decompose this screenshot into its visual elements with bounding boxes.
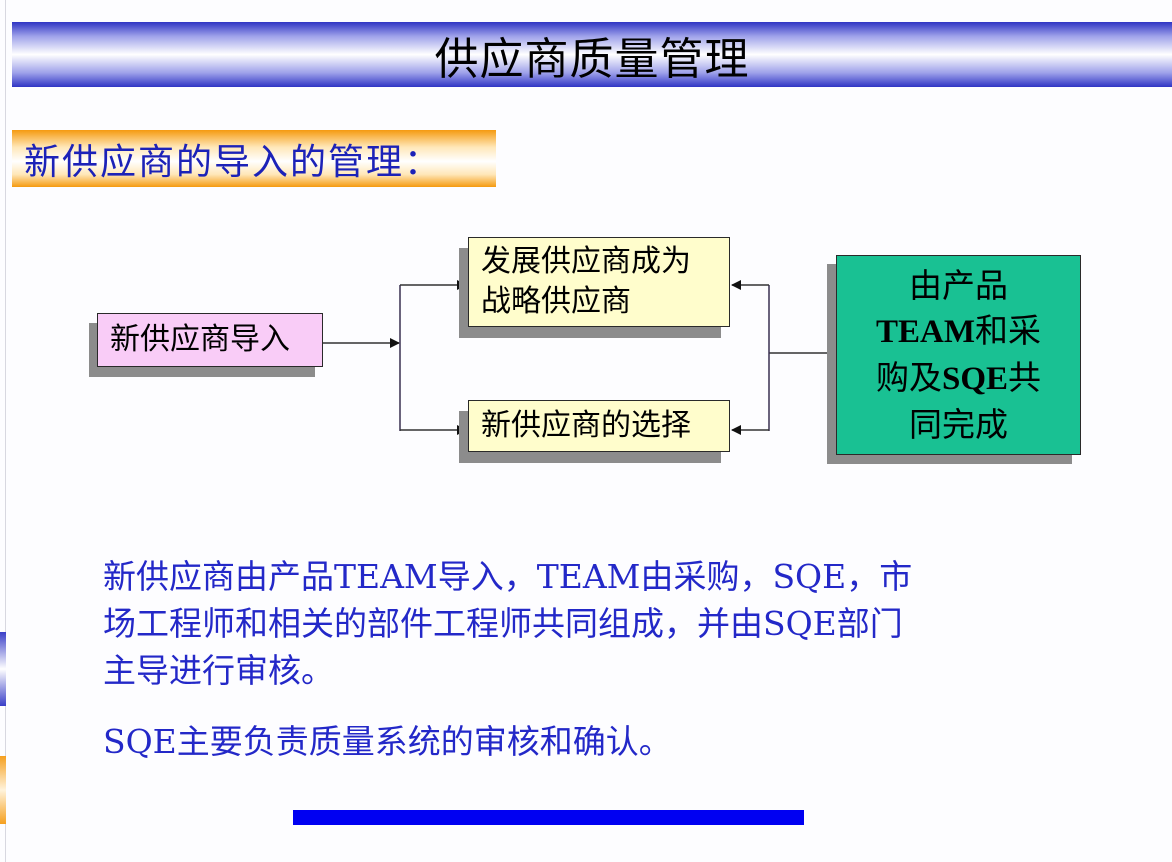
supplier-selection-box: 新供应商的选择 xyxy=(468,400,730,452)
title-bar: 供应商质量管理 xyxy=(12,22,1172,87)
team-line-1: 由产品 xyxy=(909,263,1008,308)
subtitle-bar: 新供应商的导入的管理： xyxy=(12,130,496,187)
team-text-latin: SQE xyxy=(941,361,1009,397)
adjacent-slide-subtitle-chip xyxy=(0,756,6,824)
adjacent-slide-title-chip xyxy=(0,632,6,706)
body-line: 场工程师和相关的部件工程师共同组成，并由SQE部门 xyxy=(103,604,903,643)
team-line-3: 购及SQE共 xyxy=(876,355,1041,402)
section-heading: 新供应商的导入的管理： xyxy=(24,141,443,183)
decorative-bottom-bar xyxy=(293,810,804,825)
team-text: 共 xyxy=(1008,358,1042,397)
body-line: 主导进行审核。 xyxy=(103,651,334,690)
body-line: SQE主要负责质量系统的审核和确认。 xyxy=(103,722,672,761)
body-paragraph-2: SQE主要负责质量系统的审核和确认。 xyxy=(103,718,1063,765)
team-text: 由产品 xyxy=(909,266,1008,305)
strategic-supplier-line-1: 发展供应商成为 xyxy=(481,244,691,279)
team-text: 购及 xyxy=(875,358,942,397)
team-text-latin: TEAM xyxy=(876,314,975,350)
team-text: 和采 xyxy=(975,311,1041,350)
new-supplier-import-label: 新供应商导入 xyxy=(110,322,290,357)
strategic-supplier-line-2: 战略供应商 xyxy=(481,284,631,319)
strategic-supplier-box: 发展供应商成为 战略供应商 xyxy=(468,237,730,327)
slide-title: 供应商质量管理 xyxy=(434,33,750,85)
team-line-2: TEAM和采 xyxy=(876,308,1041,355)
product-team-box: 由产品 TEAM和采 购及SQE共 同完成 xyxy=(836,255,1081,455)
slide-left-edge xyxy=(5,0,6,862)
supplier-selection-label: 新供应商的选择 xyxy=(481,408,691,443)
team-line-4: 同完成 xyxy=(909,402,1008,447)
team-text: 同完成 xyxy=(909,405,1008,444)
body-paragraph-1: 新供应商由产品TEAM导入，TEAM由采购，SQE，市 场工程师和相关的部件工程… xyxy=(103,553,1063,694)
new-supplier-import-box: 新供应商导入 xyxy=(97,313,323,367)
body-line: 新供应商由产品TEAM导入，TEAM由采购，SQE，市 xyxy=(103,557,913,596)
